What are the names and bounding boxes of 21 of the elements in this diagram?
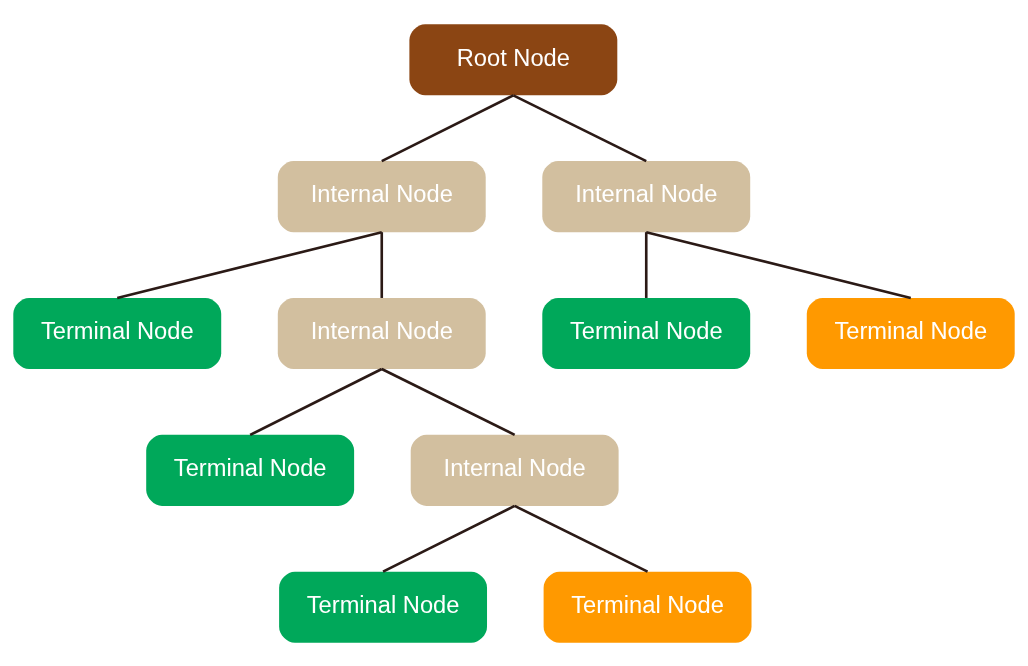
node-box: Terminal Node [543,571,752,643]
connector [381,93,514,162]
connector [249,367,383,436]
node-box: Terminal Node [13,297,222,369]
connector [381,367,516,436]
node-box: Internal Node [542,160,751,232]
node-box: Terminal Node [806,297,1015,369]
connector [116,230,383,299]
connector [512,93,647,162]
node-box: Internal Node [277,160,486,232]
connector [380,231,384,298]
node-box: Internal Node [277,297,486,369]
node-box: Terminal Node [146,434,355,506]
connector [514,504,649,573]
node-box: Terminal Node [542,297,751,369]
connector [645,230,912,299]
connector [644,231,648,298]
node-box: Internal Node [410,434,619,506]
node-box: Terminal Node [279,571,487,643]
node-box: Root Node [409,23,618,95]
connector [382,504,516,573]
